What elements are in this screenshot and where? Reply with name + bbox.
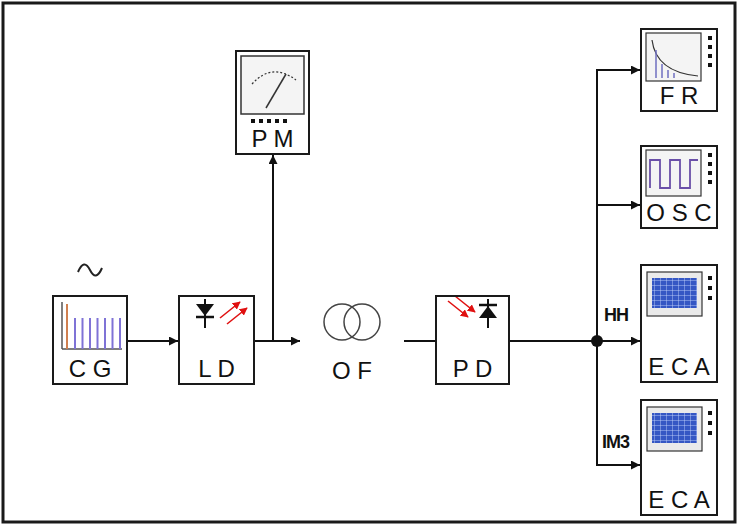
signal-connector	[255, 155, 273, 341]
laser-box: L D	[178, 295, 255, 385]
fiber-spool	[324, 304, 380, 340]
node-label: O S C	[646, 201, 711, 225]
meter-box: P M	[235, 50, 310, 155]
signal-connector	[404, 340, 435, 342]
outer-frame	[3, 3, 735, 522]
signal-connector	[128, 340, 178, 342]
node-label: E C A	[648, 355, 709, 379]
node-label: P M	[251, 127, 293, 151]
instrument-box: F R	[640, 28, 718, 112]
photodiode-symbol	[448, 296, 497, 328]
oscilloscope-icon	[646, 150, 712, 196]
laser-diode-symbol	[196, 299, 247, 328]
fiber-node: O F	[300, 300, 404, 385]
detector-box: P D	[435, 295, 510, 385]
signal-connector	[510, 205, 640, 341]
instrument-box: E C A	[640, 399, 718, 516]
node-label: O F	[332, 359, 372, 383]
generator-box: C G	[52, 295, 128, 385]
instrument-box: E C A	[640, 264, 718, 383]
node-label: P D	[453, 357, 493, 381]
node-label: E C A	[648, 488, 709, 512]
instrument-box: O S C	[640, 145, 718, 229]
analyzer-icon	[647, 407, 712, 451]
signal-connector	[510, 341, 640, 465]
signal-label: IM3	[601, 433, 630, 453]
power-meter-icon	[241, 56, 304, 123]
node-label: L D	[198, 357, 234, 381]
spectrum-icon	[62, 302, 122, 349]
frequency-response-icon	[646, 33, 712, 81]
node-label: C G	[69, 357, 112, 381]
signal-label: HH	[603, 306, 629, 326]
node-label: F R	[660, 84, 699, 108]
signal-connector	[255, 340, 300, 342]
signal-connector	[510, 70, 640, 341]
sine-symbol	[78, 264, 102, 275]
analyzer-icon	[647, 272, 712, 316]
